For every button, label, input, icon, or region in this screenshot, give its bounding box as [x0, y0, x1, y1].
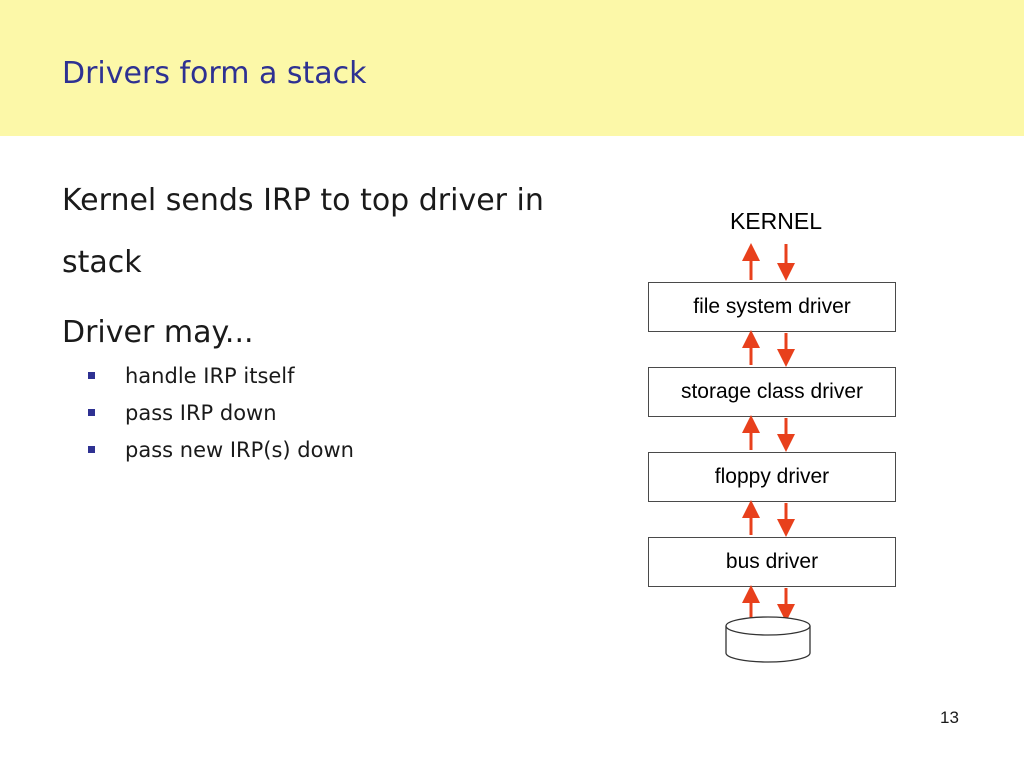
- layer-floppy-driver: floppy driver: [648, 452, 896, 502]
- square-bullet-icon: [88, 372, 95, 379]
- arrow-pair: [742, 243, 795, 281]
- bullet-list: handle IRP itself pass IRP down pass new…: [88, 358, 354, 469]
- paragraph-driver-may: Driver may...: [62, 315, 254, 350]
- square-bullet-icon: [88, 409, 95, 416]
- title-band: [0, 0, 1024, 136]
- arrow-pair: [742, 585, 795, 622]
- page-number: 13: [940, 708, 959, 727]
- arrow-pair: [742, 500, 795, 537]
- bullet-item: pass IRP down: [88, 395, 354, 432]
- square-bullet-icon: [88, 446, 95, 453]
- disk-cylinder-icon: [725, 616, 811, 663]
- bullet-item: handle IRP itself: [88, 358, 354, 395]
- arrow-pair: [742, 330, 795, 367]
- bullet-text: pass IRP down: [125, 401, 277, 425]
- slide-title: Drivers form a stack: [62, 56, 367, 91]
- bullet-text: pass new IRP(s) down: [125, 438, 354, 462]
- layer-file-system-driver: file system driver: [648, 282, 896, 332]
- bullet-text: handle IRP itself: [125, 364, 295, 388]
- paragraph-kernel-sends: Kernel sends IRP to top driver in stack: [62, 183, 544, 280]
- bullet-item: pass new IRP(s) down: [88, 432, 354, 469]
- layer-storage-class-driver: storage class driver: [648, 367, 896, 417]
- kernel-label: KERNEL: [729, 208, 823, 234]
- slide-body: Kernel sends IRP to top driver in stack …: [62, 170, 622, 364]
- layer-bus-driver: bus driver: [648, 537, 896, 587]
- arrow-pair: [742, 415, 795, 452]
